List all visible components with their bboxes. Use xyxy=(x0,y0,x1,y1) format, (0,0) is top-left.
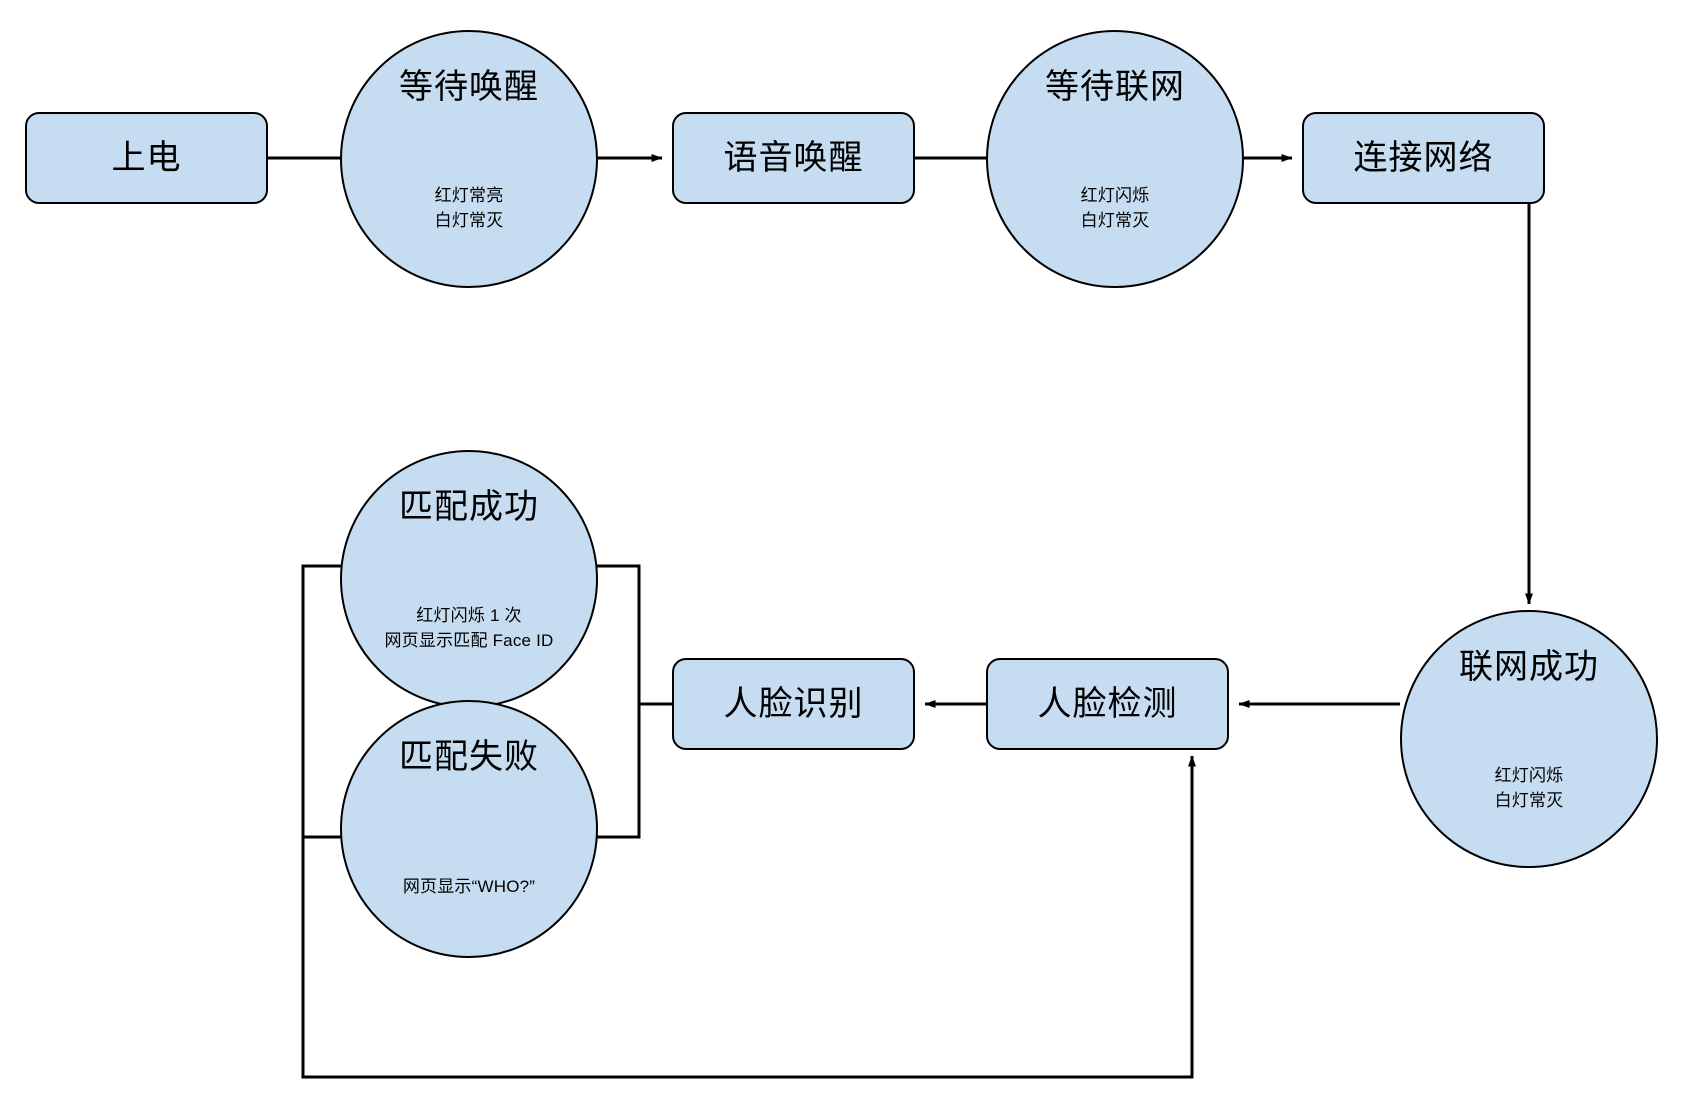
node-connect-network[interactable]: 连接网络 xyxy=(1302,112,1545,204)
node-face-detect-title: 人脸检测 xyxy=(1037,684,1178,723)
node-match-fail[interactable]: 匹配失败 网页显示“WHO?” xyxy=(340,700,598,958)
node-network-success[interactable]: 联网成功 红灯闪烁 白灯常灭 xyxy=(1400,610,1658,868)
node-connect-network-title: 连接网络 xyxy=(1353,138,1494,177)
node-power-on-title: 上电 xyxy=(111,138,182,177)
node-match-success-sub: 红灯闪烁 1 次 网页显示匹配 Face ID xyxy=(384,606,554,651)
node-voice-wake-title: 语音唤醒 xyxy=(723,138,864,177)
node-face-recognize[interactable]: 人脸识别 xyxy=(672,658,915,750)
node-face-recognize-title: 人脸识别 xyxy=(723,684,864,723)
node-match-success[interactable]: 匹配成功 红灯闪烁 1 次 网页显示匹配 Face ID xyxy=(340,450,598,708)
node-face-detect[interactable]: 人脸检测 xyxy=(986,658,1229,750)
node-wait-wake[interactable]: 等待唤醒 红灯常亮 白灯常灭 xyxy=(340,30,598,288)
node-match-fail-sub: 网页显示“WHO?” xyxy=(402,876,536,896)
node-voice-wake[interactable]: 语音唤醒 xyxy=(672,112,915,204)
node-wait-network[interactable]: 等待联网 红灯闪烁 白灯常灭 xyxy=(986,30,1244,288)
node-wait-wake-sub: 红灯常亮 白灯常灭 xyxy=(434,186,504,231)
node-match-fail-title: 匹配失败 xyxy=(399,737,539,776)
node-network-success-sub: 红灯闪烁 白灯常灭 xyxy=(1494,766,1564,811)
node-wait-wake-title: 等待唤醒 xyxy=(399,67,539,106)
node-power-on[interactable]: 上电 xyxy=(25,112,268,204)
node-match-success-title: 匹配成功 xyxy=(399,487,539,526)
node-wait-network-sub: 红灯闪烁 白灯常灭 xyxy=(1080,186,1150,231)
node-network-success-title: 联网成功 xyxy=(1459,647,1599,686)
node-wait-network-title: 等待联网 xyxy=(1045,67,1185,106)
